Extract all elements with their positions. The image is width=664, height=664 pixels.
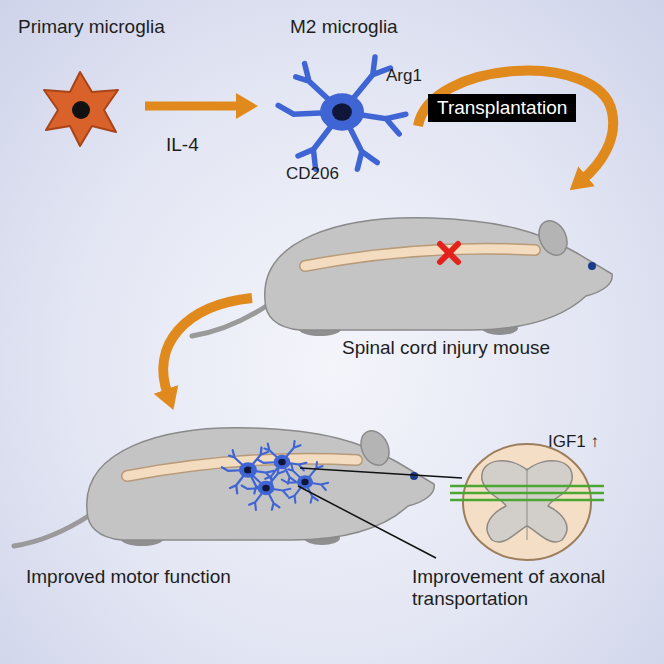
label-text: IL-4 bbox=[166, 134, 199, 156]
label-text: Improvement of axonal transportation bbox=[412, 566, 644, 610]
label-text: M2 microglia bbox=[290, 16, 398, 38]
label-text: Spinal cord injury mouse bbox=[342, 337, 550, 359]
label-text: IGF1 ↑ bbox=[548, 432, 599, 452]
label-text: Improved motor function bbox=[26, 566, 231, 588]
box-text: Transplantation bbox=[437, 97, 567, 118]
label-text: Arg1 bbox=[386, 66, 422, 86]
transplant-box: Transplantation bbox=[428, 94, 576, 122]
label-text: Primary microglia bbox=[18, 16, 165, 38]
label-text: CD206 bbox=[286, 164, 339, 184]
